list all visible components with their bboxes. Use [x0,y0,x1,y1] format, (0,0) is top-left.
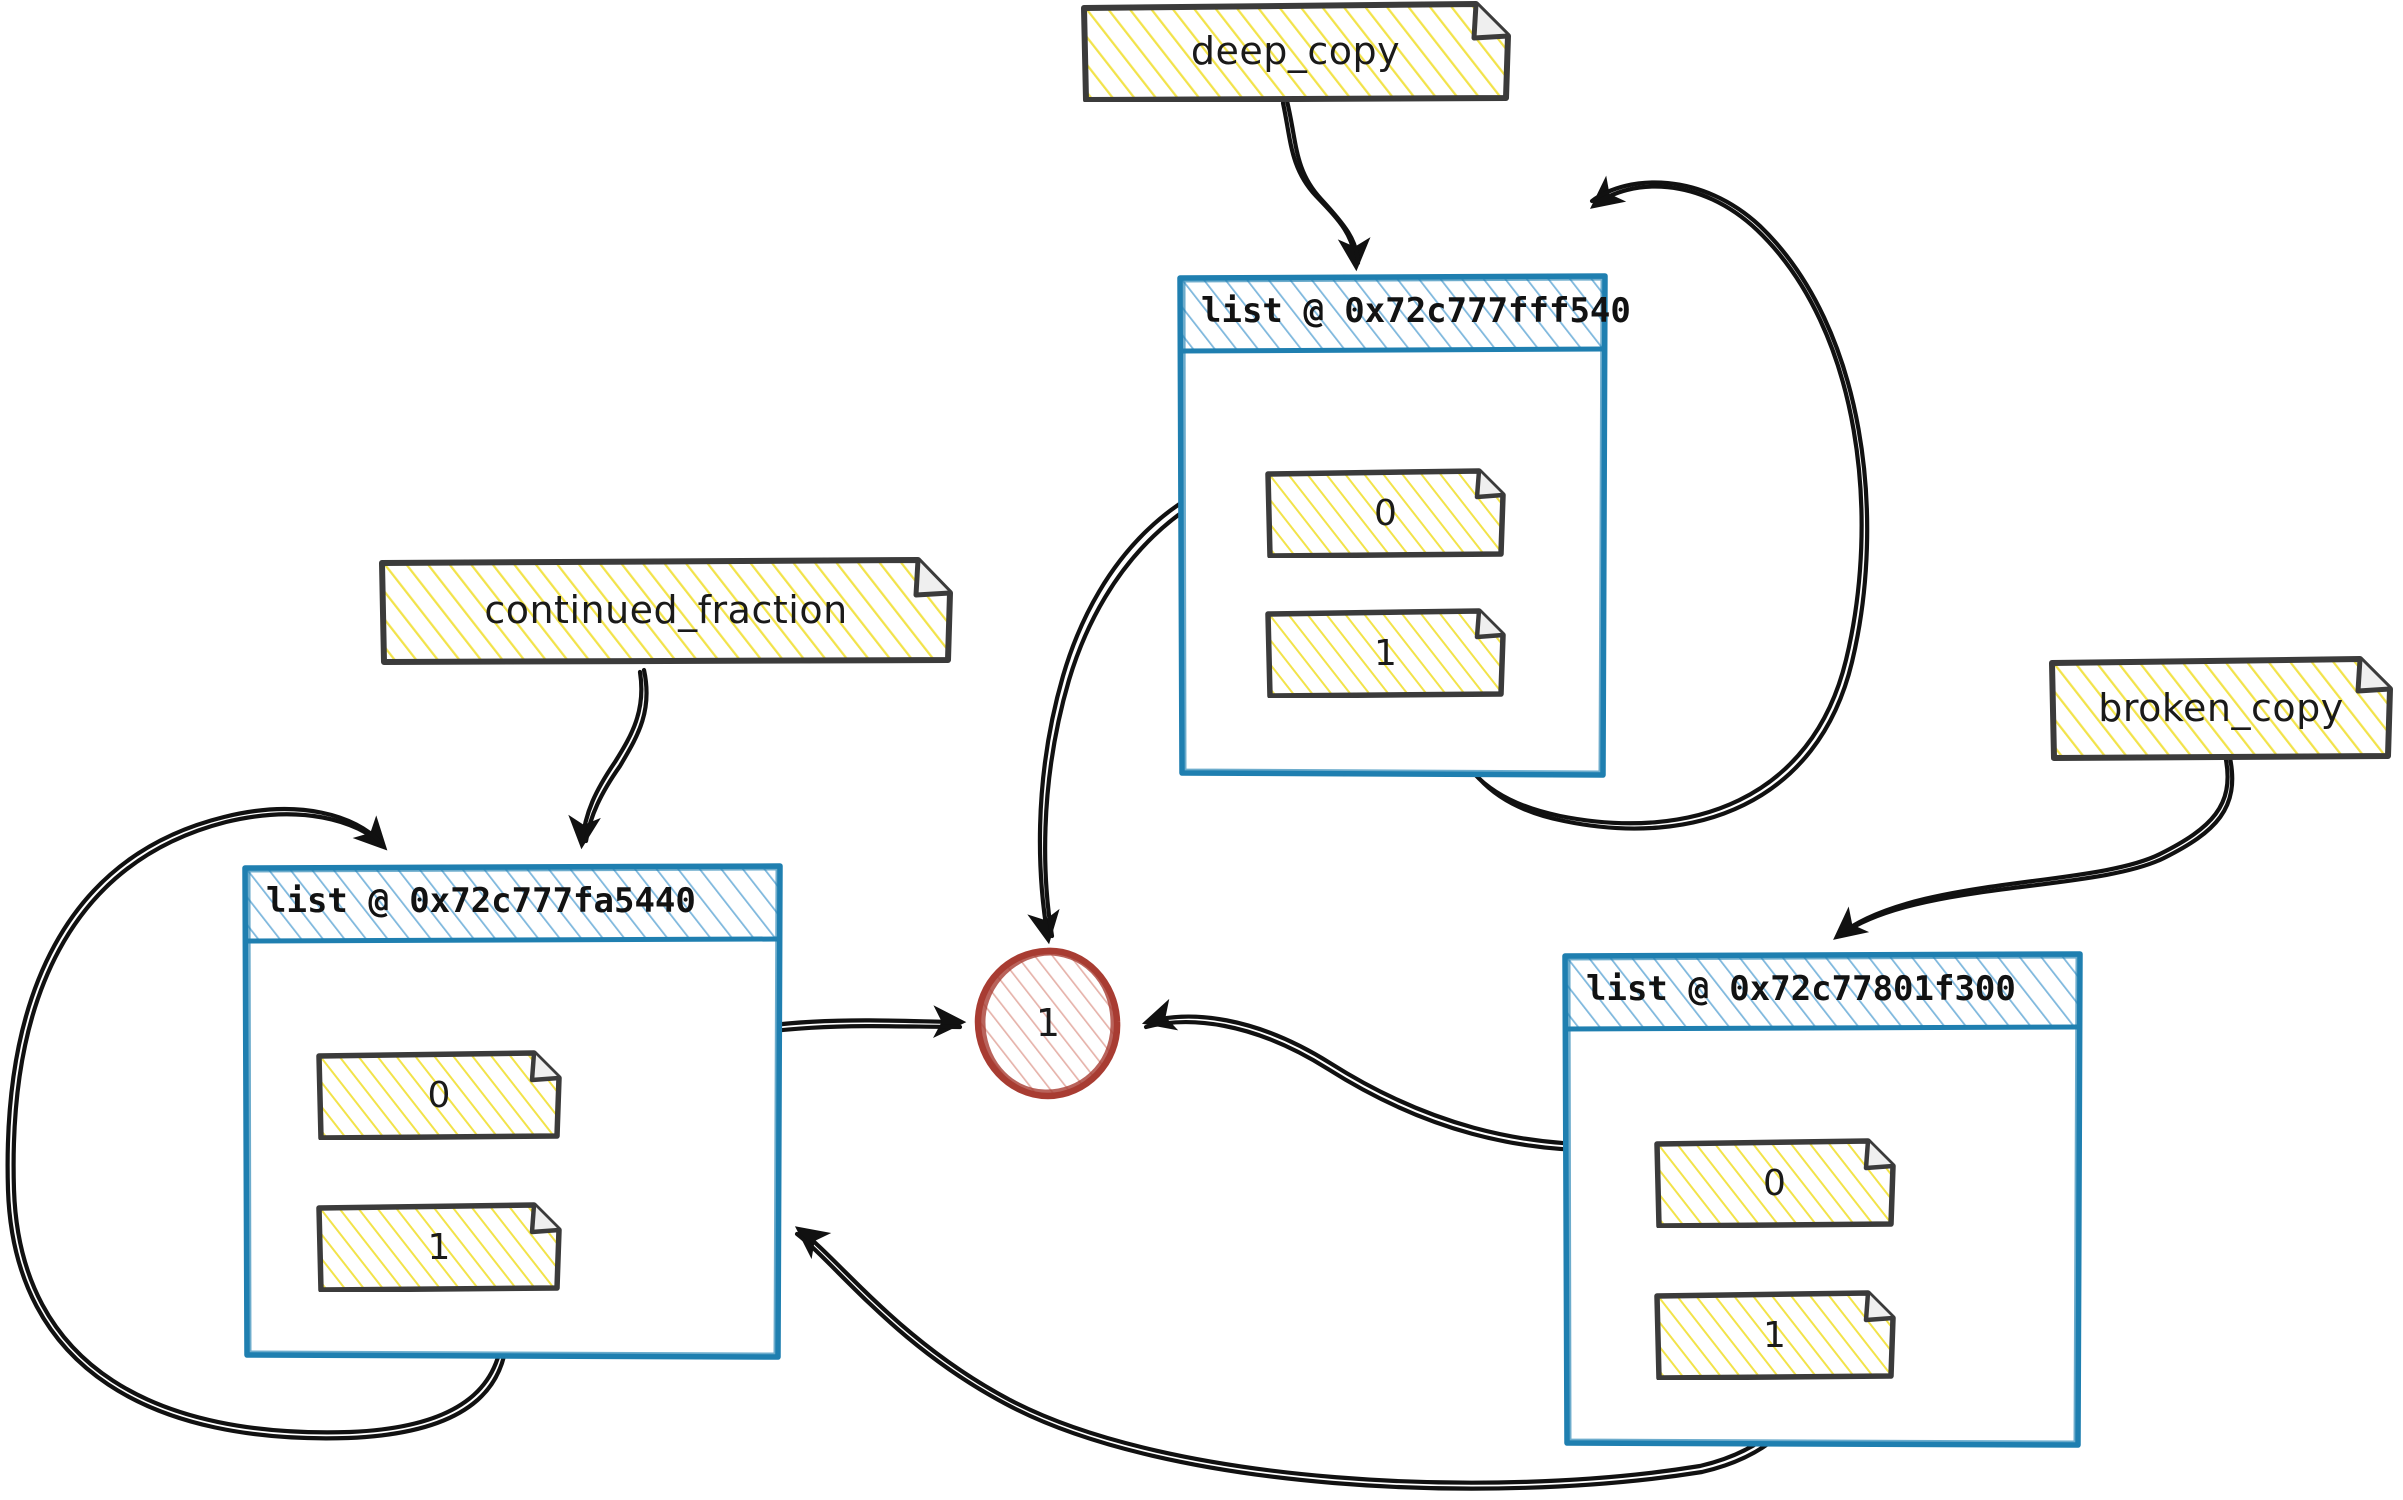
list-header-text: list @ 0x72c777fff540 [1201,291,1631,331]
list-body: 0 1 [1175,350,1610,780]
cell-index-label: 1 [1374,632,1397,674]
list-cell[interactable]: 1 [314,1202,564,1292]
list-node-01f300[interactable]: list @ 0x72c77801f300 0 [1560,950,2085,1450]
cell-index-label: 0 [427,1074,451,1116]
cell-index-label: 0 [1763,1162,1786,1204]
list-header: list @ 0x72c777fff540 [1175,272,1631,350]
cell-note-shape [1654,1138,1896,1228]
list-cell[interactable]: 1 [1263,608,1508,698]
note-shape [2049,656,2393,761]
list-cell[interactable]: 0 [314,1050,564,1140]
list-header: list @ 0x72c777fa5440 [240,862,785,940]
variable-label: deep_copy [1190,29,1401,73]
variable-node-broken-copy[interactable]: broken_copy [2046,655,2396,761]
variable-node-deep-copy[interactable]: deep_copy [1078,0,1513,102]
cell-index-label: 1 [1763,1314,1786,1356]
variable-label: continued_fraction [484,588,848,632]
list-node-fa5440[interactable]: list @ 0x72c777fa5440 0 [240,862,785,1362]
list-header-text: list @ 0x72c777fa5440 [266,881,696,921]
edge-broken-copy-to-list-01f300 [1833,755,2235,940]
variable-node-continued-fraction[interactable]: continued_fraction [376,555,956,665]
value-circle-shape [974,947,1121,1100]
list-node-fff540[interactable]: list @ 0x72c777fff540 0 [1175,272,1631,780]
cell-index-label: 0 [1374,492,1397,534]
list-cell[interactable]: 0 [1652,1138,1897,1228]
list-body: 0 1 [1560,1028,2085,1450]
list-body: 0 1 [240,940,785,1362]
edge-deep-copy-to-list-fff540 [1280,98,1371,272]
value-label: 1 [1035,1000,1061,1045]
note-shape [379,557,953,665]
list-cell[interactable]: 0 [1263,468,1508,558]
list-header-text: list @ 0x72c77801f300 [1586,969,2016,1009]
note-shape [1081,1,1511,102]
list-cell[interactable]: 1 [1652,1290,1897,1380]
value-node-int-one[interactable]: 1 [968,940,1128,1105]
list-header: list @ 0x72c77801f300 [1560,950,2085,1028]
cell-index-label: 1 [427,1226,451,1268]
edge-continued-fraction-to-list-fa5440 [568,667,649,850]
variable-label: broken_copy [2098,686,2344,730]
